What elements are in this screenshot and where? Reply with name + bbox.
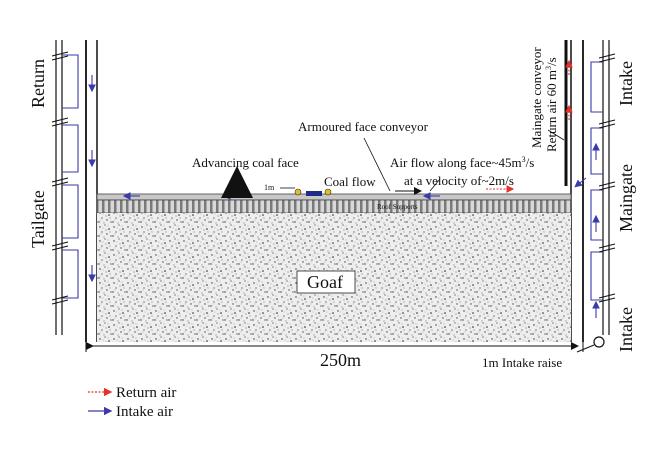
label-return-left: Return [28,59,48,108]
label-width: 250m [320,350,361,370]
shearer-drum-right [324,188,332,196]
label-tailgate: Tailgate [28,190,48,248]
shearer [306,191,322,196]
tailgate-stoppings [51,51,69,305]
longwall-face [96,185,572,214]
intake-raise-leader [576,344,595,353]
legend-item-intake-air: Intake air [88,404,173,420]
label-advancing-coal-face: Advancing coal face [192,155,299,170]
label-intake-bottom-right: Intake [616,307,636,352]
legend-return-air-label: Return air [116,385,176,401]
label-intake-top-right: Intake [616,61,636,106]
maingate-intake-loops [590,61,603,301]
shearer-drum-left [294,188,302,196]
label-one-m: 1m [264,183,275,192]
tailgate-intake-loops [62,54,79,299]
maingate-stoppings [598,53,616,303]
label-return-air-60: Return air 60 m3/s [544,57,559,152]
maingate-arrows [574,142,600,318]
return-air-leader [547,129,565,141]
legend-item-return-air: Return air [88,385,176,401]
conveyor-leader [363,137,391,192]
label-face-flow-line2: at a velocity of~2m/s [404,173,514,188]
label-maingate: Maingate [616,164,636,232]
label-maingate-conveyor: Maingate conveyor [529,47,544,148]
legend: Return air Intake air [88,385,176,420]
label-roof-supports: Roof Supports [377,203,418,211]
label-face-flow-line1: Air flow along face~45m3/s [390,155,534,170]
face-flow-leader [429,178,441,192]
tailgate-roadway [51,40,98,342]
maingate-roadway [564,40,616,353]
label-coal-flow: Coal flow [324,174,376,189]
roof-supports-band [96,199,572,214]
legend-intake-air-label: Intake air [116,404,173,420]
label-armoured-face-conveyor: Armoured face conveyor [298,119,429,134]
label-intake-raise: 1m Intake raise [482,355,562,370]
goaf-label-box [296,270,356,294]
intake-raise-symbol [593,336,605,348]
label-goaf: Goaf [307,272,343,292]
